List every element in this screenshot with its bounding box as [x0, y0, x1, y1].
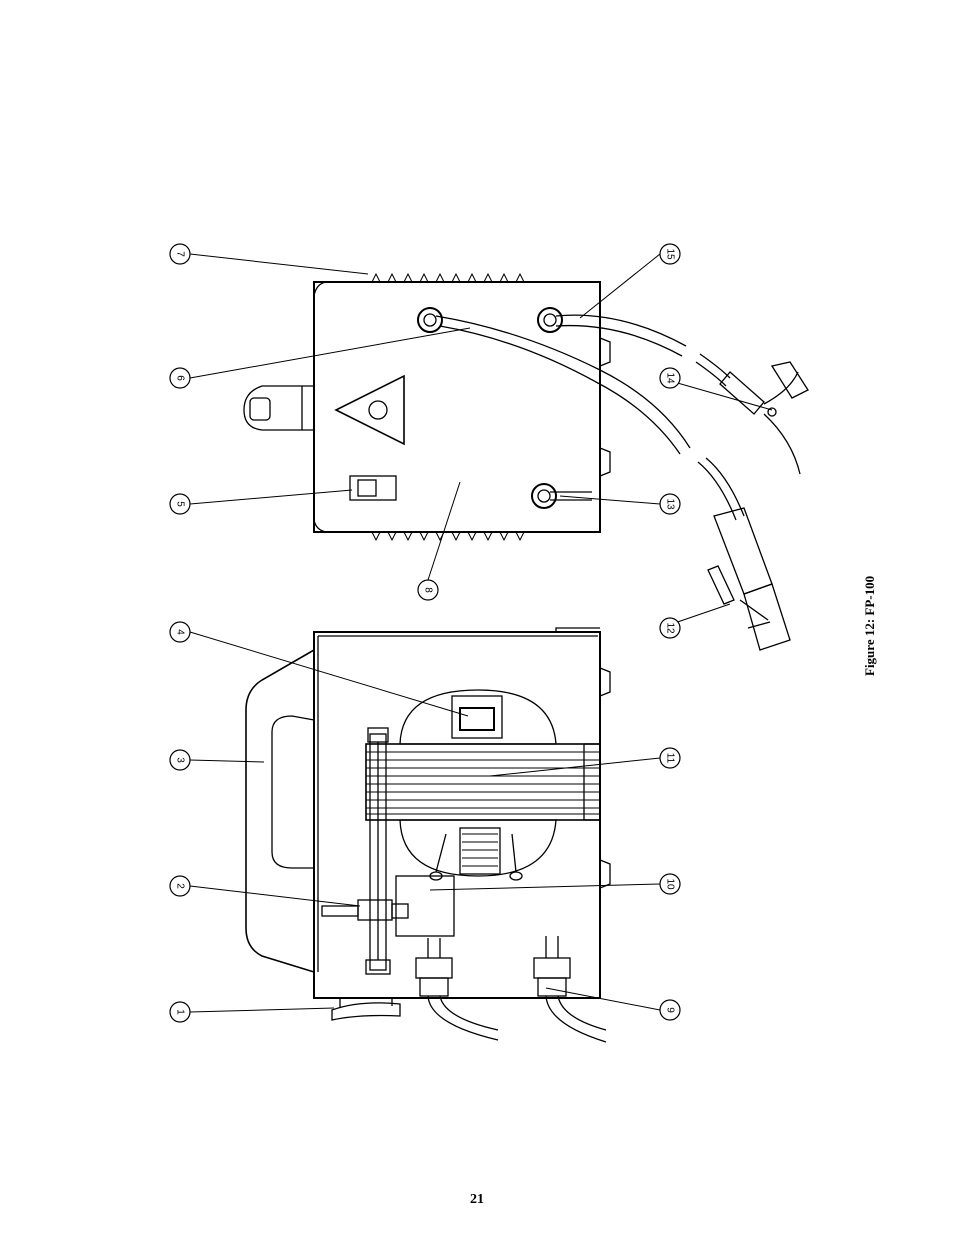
callout-8: 8: [418, 580, 438, 600]
callout-label: 3: [175, 757, 186, 763]
callout-label: 7: [175, 251, 186, 257]
callout-label: 5: [175, 501, 186, 507]
callout-5: 5: [170, 494, 190, 514]
callout-13: 13: [660, 494, 680, 514]
callout-7: 7: [170, 244, 190, 264]
callout-label: 9: [665, 1007, 676, 1013]
callout-label: 10: [665, 878, 676, 890]
side-view: [246, 628, 610, 1042]
callout-label: 11: [665, 753, 676, 764]
callout-label: 14: [665, 372, 676, 384]
callout-14: 14: [660, 368, 680, 388]
callout-label: 13: [665, 498, 676, 510]
callout-11: 11: [660, 748, 680, 768]
callout-9: 9: [660, 1000, 680, 1020]
callout-label: 1: [175, 1009, 186, 1015]
callout-10: 10: [660, 874, 680, 894]
figure-caption: Figure 12: FP-100: [862, 576, 878, 676]
cable-gland-right: [534, 936, 606, 1042]
callout-2: 2: [170, 876, 190, 896]
callout-15: 15: [660, 244, 680, 264]
callout-1: 1: [170, 1002, 190, 1022]
callout-label: 8: [423, 587, 434, 593]
callout-6: 6: [170, 368, 190, 388]
callout-12: 12: [660, 618, 680, 638]
front-view: [244, 274, 808, 650]
callout-4: 4: [170, 622, 190, 642]
cable-gland-left: [416, 938, 498, 1040]
callout-label: 4: [175, 629, 186, 635]
page-number: 21: [0, 1192, 954, 1208]
callout-label: 15: [665, 248, 676, 260]
callout-label: 6: [175, 375, 186, 381]
callout-label: 2: [175, 883, 186, 889]
callout-3: 3: [170, 750, 190, 770]
callout-label: 12: [665, 622, 676, 634]
